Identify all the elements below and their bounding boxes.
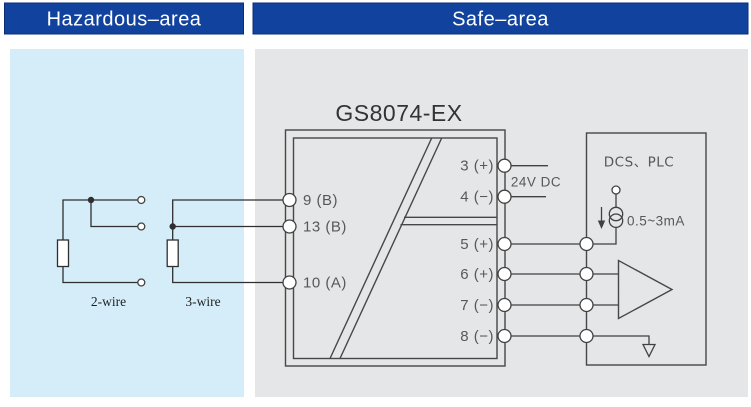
- terminal-label-4: 4 (−): [460, 189, 494, 206]
- dcs-junction: [579, 236, 594, 252]
- junction-dot: [87, 196, 95, 204]
- ground-icon: [641, 343, 657, 358]
- dcs-junction: [579, 266, 594, 282]
- device-title: GS8074-EX: [335, 100, 462, 126]
- terminal-label-3: 3 (+): [460, 158, 494, 175]
- terminal-circle-10: [282, 275, 297, 290]
- dcs-title: DCS、PLC: [604, 155, 674, 171]
- terminal-circle-13: [282, 219, 297, 234]
- signal-wire-8: [511, 335, 650, 345]
- current-range-label: 0.5~3mA: [627, 214, 685, 229]
- current-source-circle: [608, 206, 624, 222]
- isolator-device: GS8074-EX 9 (B) 13 (B) 10 (A) 3 (+) 4 (−…: [282, 100, 512, 367]
- header-safe-area: [252, 2, 749, 35]
- terminal-label-10: 10 (A): [303, 275, 347, 292]
- isolation-barrier-diagonal: [329, 137, 433, 359]
- terminal-label-5: 5 (+): [460, 236, 494, 253]
- hazardous-area-title: Hazardous–area: [47, 9, 202, 31]
- signal-wire-5: [511, 227, 617, 245]
- terminal-circle-5: [497, 236, 512, 252]
- amplifier-icon: [617, 259, 674, 320]
- sensor-3wire-label: 3-wire: [185, 294, 220, 309]
- terminal-circle-4: [497, 189, 512, 204]
- terminal-circle-7: [497, 297, 512, 313]
- terminal-label-7: 7 (−): [460, 297, 494, 314]
- header-hazardous-area: [4, 2, 244, 35]
- wire: [90, 200, 138, 228]
- resistor-icon: [56, 239, 70, 268]
- isolation-barrier-diagonal: [339, 137, 443, 359]
- current-source-icon: [608, 185, 624, 229]
- junction-dot: [169, 223, 176, 230]
- terminal-label-9: 9 (B): [303, 192, 338, 209]
- current-source-circle: [608, 213, 624, 229]
- device-box-inner: [292, 137, 498, 360]
- terminal-label-13: 13 (B): [303, 219, 347, 236]
- current-arrow-icon: [597, 207, 606, 229]
- dcs-junction: [579, 297, 594, 313]
- terminal-label-6: 6 (+): [460, 266, 494, 283]
- sensor-terminal: [137, 278, 146, 287]
- sensor-3wire: 3-wire: [166, 199, 290, 309]
- resistor-icon: [166, 239, 179, 268]
- terminal-circle-6: [497, 266, 512, 282]
- sensor-terminal: [137, 222, 146, 231]
- hazardous-panel: [10, 49, 244, 397]
- power-supply-label: 24V DC: [511, 175, 561, 190]
- wire: [172, 266, 290, 284]
- terminal-circle-8: [497, 328, 512, 344]
- terminal-label-8: 8 (−): [460, 328, 494, 345]
- dcs-plc-box: DCS、PLC 0.5~3mA: [579, 132, 707, 366]
- wire: [62, 266, 138, 284]
- terminal-circle-9: [282, 192, 297, 208]
- current-source-top-terminal: [611, 185, 621, 195]
- sensor-2wire-label: 2-wire: [91, 294, 126, 309]
- arrow-head: [597, 220, 606, 229]
- terminal-circle-3: [497, 158, 512, 173]
- wire: [62, 199, 138, 240]
- sensor-2wire: 2-wire: [56, 195, 146, 309]
- safe-area-wiring: [511, 165, 650, 345]
- sensor-terminal: [137, 195, 146, 205]
- dcs-junction: [579, 328, 594, 344]
- safe-area-title: Safe–area: [452, 9, 549, 31]
